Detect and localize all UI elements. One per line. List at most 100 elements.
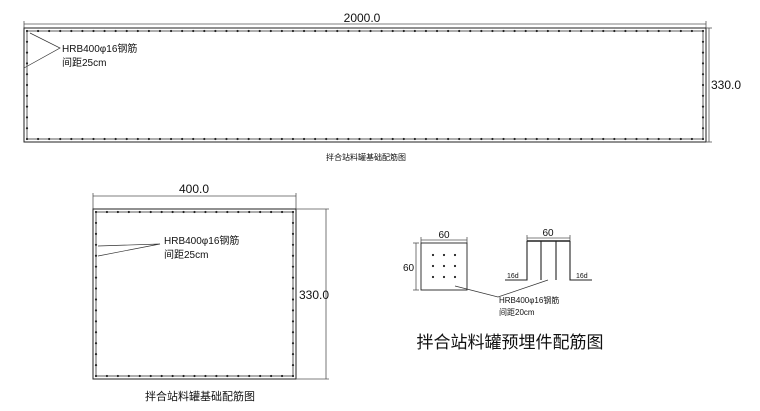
top-rebar-label: HRB400φ16钢筋 <box>62 42 137 55</box>
rebar-dot <box>291 331 295 334</box>
rebar-dot <box>701 94 705 97</box>
rebar-dot <box>280 137 283 141</box>
rebar-dot <box>302 137 306 141</box>
embed-spacing-label: 间距20cm <box>499 308 535 317</box>
rebar-dot <box>248 374 251 378</box>
rebar-dot <box>524 137 527 141</box>
rebar-dot <box>291 353 295 356</box>
rebar-dot <box>668 137 671 141</box>
rebar-dot <box>149 374 152 378</box>
rebar-dot <box>116 210 119 214</box>
bottom-caption: 拌合站料罐基础配筋图 <box>145 389 255 403</box>
rebar-dot <box>535 137 538 141</box>
rebar-dot <box>701 116 705 119</box>
embed-section-rebars <box>505 241 592 281</box>
rebar-dot <box>94 320 98 323</box>
rebar-dot <box>679 137 682 141</box>
rebar-dot <box>160 374 163 378</box>
rebar-dot <box>226 210 229 214</box>
bottom-foundation-plan: 400.0 330.0 HRB400φ16钢筋 间距25cm 拌合站料罐基础配筋… <box>92 182 329 403</box>
rebar-dot <box>480 29 483 33</box>
rebar-dot <box>59 137 62 141</box>
rebar-dot <box>424 137 428 141</box>
rebar-dot <box>557 137 561 141</box>
rebar-dot <box>70 137 73 141</box>
rebar-dot <box>291 287 295 290</box>
rebar-dot <box>380 29 383 33</box>
rebar-dot <box>92 29 95 33</box>
rebar-dot <box>94 243 98 246</box>
rebar-dot <box>258 137 261 141</box>
rebar-dot <box>291 374 295 378</box>
rebar-dot <box>325 137 328 141</box>
rebar-dot <box>701 51 705 54</box>
rebar-dot <box>624 137 627 141</box>
rebar-dot <box>336 29 339 33</box>
rebar-dot <box>280 210 284 214</box>
rebar-dot <box>94 265 98 268</box>
rebar-dot <box>59 29 62 33</box>
rebar-dot <box>226 374 229 378</box>
rebar-dot <box>158 29 162 33</box>
rebar-dot <box>70 29 73 33</box>
rebar-dot <box>94 298 98 301</box>
rebar-dot <box>149 210 152 214</box>
rebar-dot <box>193 374 196 378</box>
bottom-foundation-outline <box>92 208 297 380</box>
rebar-dot <box>48 137 51 141</box>
rebar-dot <box>103 29 106 33</box>
rebar-dot <box>248 210 251 214</box>
rebar-dot <box>193 210 196 214</box>
bottom-height-label: 330.0 <box>299 288 329 302</box>
bottom-width-label: 400.0 <box>179 182 209 196</box>
embed-hook-left-label: 16d <box>507 273 519 280</box>
rebar-dot <box>259 210 262 214</box>
rebar-dot <box>701 127 705 130</box>
rebar-dot <box>138 374 141 378</box>
top-foundation-plan: 2000.0 330.0 HRB400φ16钢筋 间距25cm 拌合站料罐基础配… <box>23 11 741 162</box>
rebar-dot <box>347 137 350 141</box>
rebar-dot <box>502 29 505 33</box>
rebar-dot <box>358 29 361 33</box>
rebar-dot <box>657 29 660 33</box>
rebar-dot <box>25 40 29 43</box>
rebar-dot <box>546 137 549 141</box>
embed-title: 拌合站料罐预埋件配筋图 <box>417 333 604 352</box>
rebar-dot <box>546 29 549 33</box>
top-width-label: 2000.0 <box>344 11 381 25</box>
rebar-dot <box>502 137 505 141</box>
rebar-dot <box>182 210 185 214</box>
rebar-dot <box>701 105 705 108</box>
embed-rebar-leader <box>454 279 549 298</box>
rebar-dot <box>94 221 98 225</box>
rebar-dot <box>25 137 29 141</box>
rebar-dot <box>314 137 317 141</box>
rebar-dot <box>291 298 295 301</box>
rebar-dot <box>94 254 98 257</box>
rebar-dot <box>413 137 416 141</box>
rebar-dot <box>94 309 98 312</box>
rebar-dot <box>103 137 106 141</box>
top-caption: 拌合站料罐基础配筋图 <box>326 152 406 162</box>
rebar-dot <box>469 137 472 141</box>
bottom-rebar-dots <box>94 210 295 378</box>
rebar-dot <box>269 29 272 33</box>
rebar-dot <box>435 137 439 141</box>
rebar-dot <box>94 374 98 378</box>
rebar-dot <box>325 29 328 33</box>
rebar-dot <box>646 137 649 141</box>
rebar-dot <box>25 105 29 108</box>
embed-rebar-label: HRB400φ16钢筋 <box>499 295 559 305</box>
embed-rebar-dot <box>442 253 446 257</box>
rebar-dot <box>214 29 217 33</box>
rebar-dot <box>192 137 195 141</box>
embed-plan-height-label: 60 <box>403 263 415 274</box>
embed-rebar-dot <box>431 264 435 268</box>
rebar-dot <box>591 29 594 33</box>
rebar-dot <box>214 137 217 141</box>
rebar-dot <box>236 29 239 33</box>
embed-detail: 60 60 60 16d 16d HRB400φ16钢筋 间距20cm 拌合站料… <box>403 228 604 352</box>
rebar-dot <box>291 309 295 312</box>
rebar-dot <box>291 265 295 268</box>
rebar-dot <box>701 73 705 76</box>
